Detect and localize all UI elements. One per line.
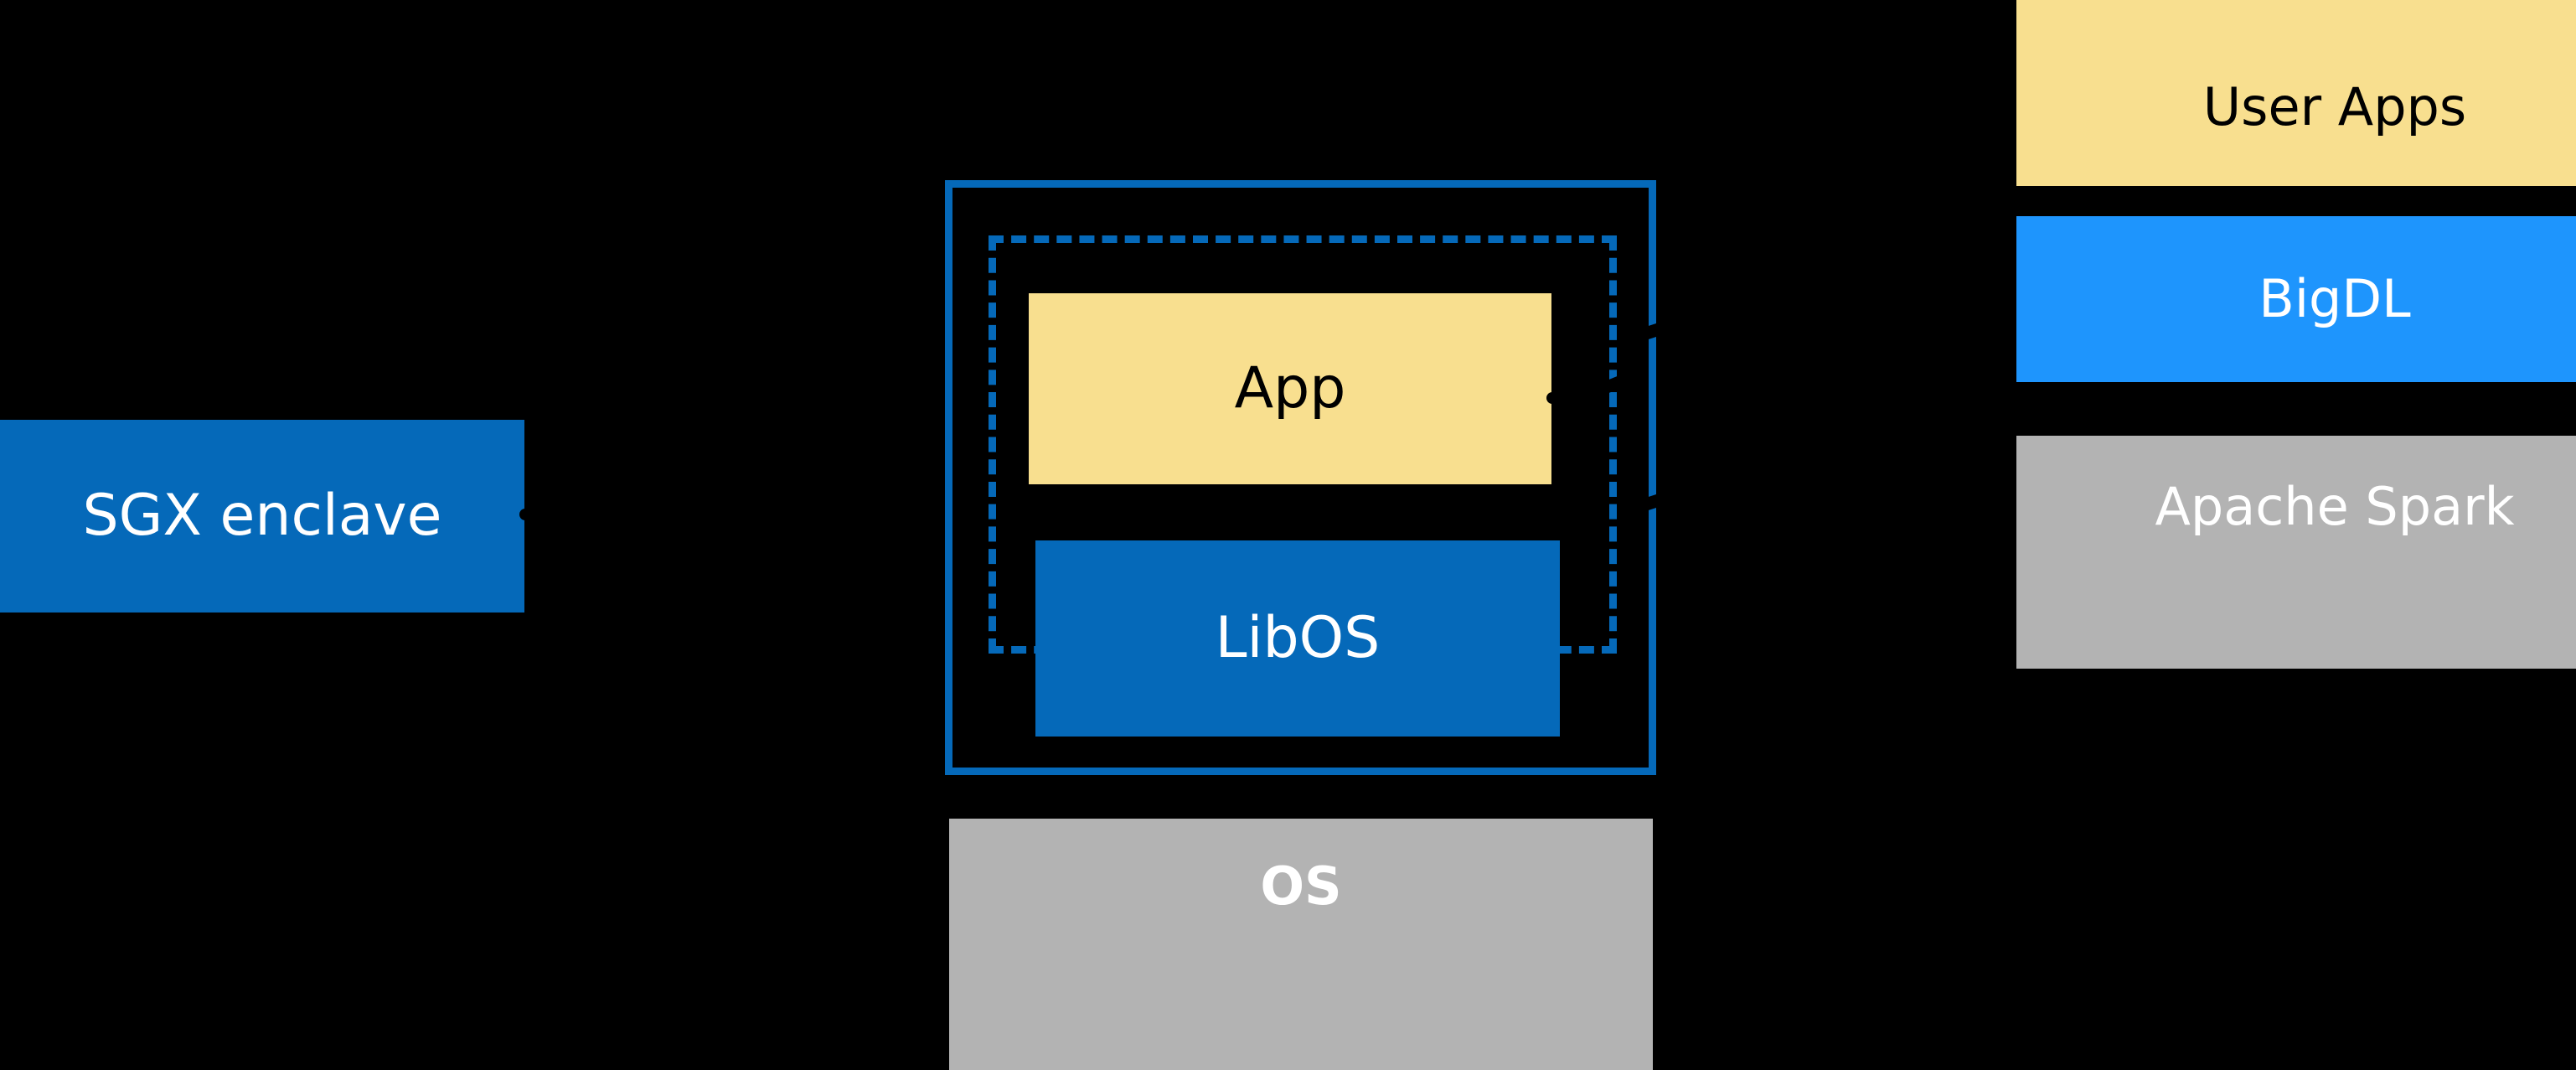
user-apps-box: User Apps [2016, 0, 2576, 186]
bigdl-box: BigDL [2016, 216, 2576, 382]
user-apps-label: User Apps [2202, 75, 2467, 137]
sgx-enclave-box: SGX enclave [0, 420, 524, 613]
app-label: App [1234, 355, 1346, 422]
app-box: App [1029, 293, 1551, 484]
sgx-enclave-connector-dot [519, 509, 531, 520]
apache-spark-box: Apache Spark [2016, 436, 2576, 669]
libos-label: LibOS [1215, 605, 1381, 672]
libos-box: LibOS [1035, 540, 1560, 737]
os-label: OS [1260, 855, 1342, 917]
os-box: OS [949, 819, 1653, 1070]
apache-spark-label: Apache Spark [2155, 476, 2515, 537]
app-connector-dot [1546, 392, 1558, 404]
sgx-enclave-outline [945, 180, 1656, 775]
bigdl-label: BigDL [2259, 268, 2411, 330]
sgx-enclave-label: SGX enclave [82, 483, 442, 550]
